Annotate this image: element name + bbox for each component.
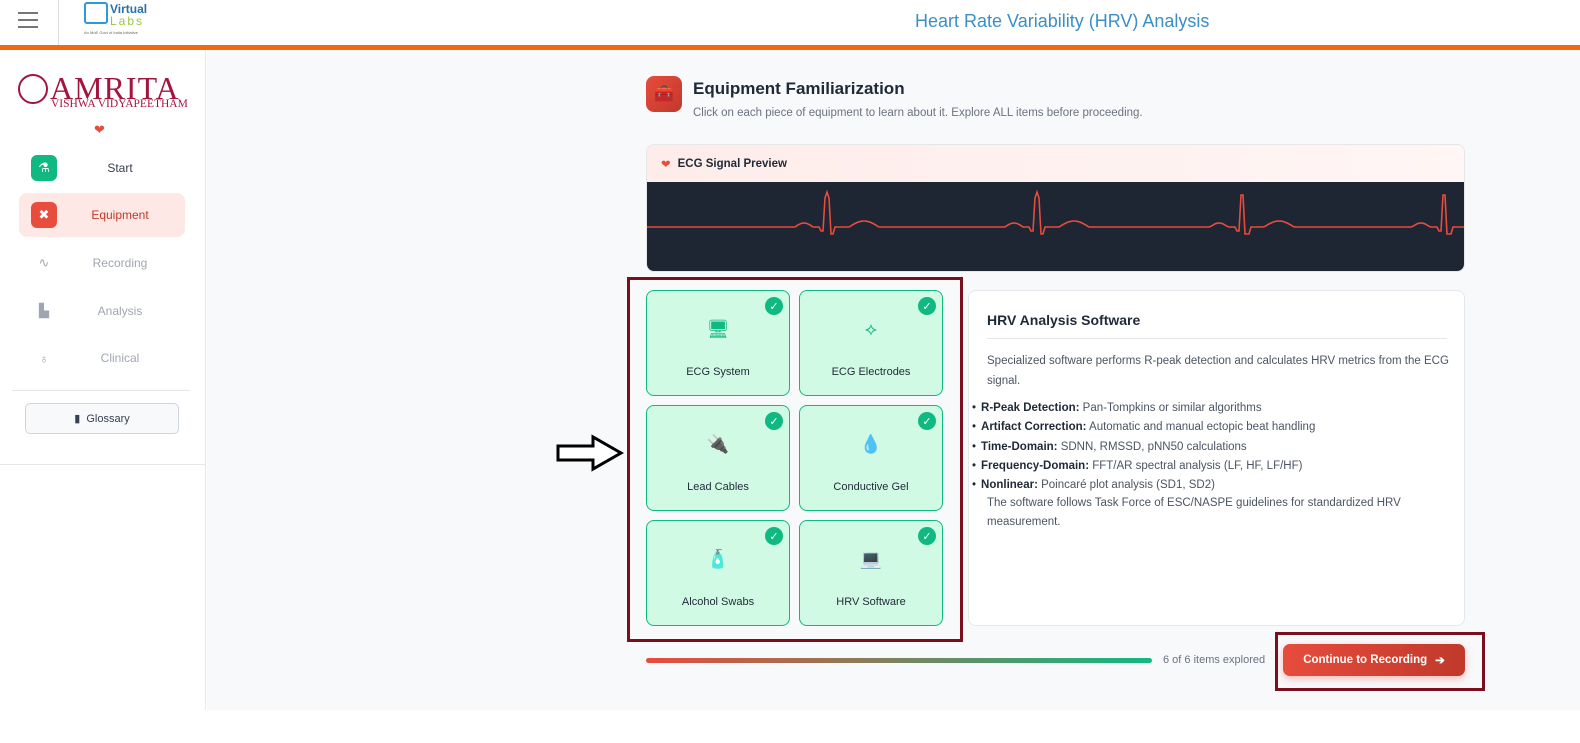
list-item: Frequency-Domain: FFT/AR spectral analys… [972, 457, 1315, 476]
monitor-icon: 🖥 [706, 319, 730, 339]
divider [12, 390, 190, 391]
glossary-button[interactable]: ▮Glossary [25, 403, 179, 434]
sidebar-item-equipment[interactable]: ✖Equipment [19, 193, 185, 237]
equipment-detail-panel: HRV Analysis Software Specialized softwa… [968, 290, 1465, 626]
page-header-title: Heart Rate Variability (HRV) Analysis [915, 11, 1210, 31]
laptop-code-icon: 💻 [859, 549, 883, 569]
droplet-icon: 💧 [859, 434, 883, 454]
tile-label: HRV Software [836, 596, 906, 608]
stethoscope-icon: ♁ [39, 350, 49, 366]
check-icon: ✓ [918, 297, 936, 315]
sidebar-item-analysis[interactable]: ▙Analysis [19, 289, 185, 333]
list-item: R-Peak Detection: Pan-Tompkins or simila… [972, 399, 1315, 418]
equipment-tile[interactable]: ✓ 💻 HRV Software [799, 520, 943, 626]
flask-icon: ⚗ [31, 155, 57, 181]
continue-to-recording-button[interactable]: Continue to Recording➔ [1283, 644, 1465, 676]
check-icon: ✓ [918, 527, 936, 545]
highlight-box [1275, 632, 1485, 691]
divider [0, 464, 206, 465]
check-icon: ✓ [918, 412, 936, 430]
tile-label: Lead Cables [687, 481, 749, 493]
section-title: Equipment Familiarization [693, 79, 905, 98]
tile-label: Alcohol Swabs [681, 596, 755, 608]
arrow-right-icon [556, 434, 625, 472]
equipment-tile[interactable]: ✓ 🖥 ECG System [646, 290, 790, 396]
highlight-box [627, 277, 963, 642]
detail-feature-list: R-Peak Detection: Pan-Tompkins or simila… [972, 399, 1315, 495]
nodes-icon: ⟡ [865, 319, 877, 339]
chart-icon: ▙ [39, 303, 49, 318]
equipment-tile[interactable]: ✓ 🧴 Alcohol Swabs [646, 520, 790, 626]
signal-icon: ∿ [38, 255, 50, 270]
sidebar-item-start[interactable]: ⚗Start [19, 146, 185, 190]
arrow-right-icon: ➔ [1435, 655, 1445, 667]
check-icon: ✓ [765, 297, 783, 315]
plug-icon: 🔌 [706, 434, 730, 454]
list-item: Nonlinear: Poincaré plot analysis (SD1, … [972, 476, 1315, 495]
check-icon: ✓ [765, 527, 783, 545]
tile-label: ECG Electrodes [831, 366, 911, 378]
divider [58, 0, 59, 45]
bottle-icon: 🧴 [706, 549, 730, 569]
equipment-tile[interactable]: ✓ ⟡ ECG Electrodes [799, 290, 943, 396]
progress-bar [646, 658, 1152, 663]
equipment-tile[interactable]: ✓ 💧 Conductive Gel [799, 405, 943, 511]
ecg-preview-card: ❤ECG Signal Preview [646, 144, 1465, 272]
section-subtitle: Click on each piece of equipment to lear… [693, 107, 1143, 119]
check-icon: ✓ [765, 412, 783, 430]
list-item: Time-Domain: SDNN, RMSSD, pNN50 calculat… [972, 438, 1315, 457]
toolbox-icon: 🧰 [646, 76, 682, 112]
menu-icon[interactable] [18, 12, 38, 28]
tile-label: Conductive Gel [833, 481, 909, 493]
tools-icon: ✖ [31, 202, 57, 228]
progress-text: 6 of 6 items explored [1163, 654, 1266, 666]
ecg-waveform [647, 182, 1464, 271]
equipment-tile[interactable]: ✓ 🔌 Lead Cables [646, 405, 790, 511]
tile-label: ECG System [686, 366, 750, 378]
book-icon: ▮ [74, 413, 81, 425]
sidebar-item-clinical[interactable]: ♁Clinical [19, 336, 185, 380]
sidebar-item-recording[interactable]: ∿Recording [19, 241, 185, 285]
header-accent-bar [0, 45, 1580, 50]
heartbeat-icon: ❤ [661, 158, 671, 171]
heartbeat-icon: ❤ [94, 122, 105, 137]
list-item: Artifact Correction: Automatic and manua… [972, 418, 1315, 437]
